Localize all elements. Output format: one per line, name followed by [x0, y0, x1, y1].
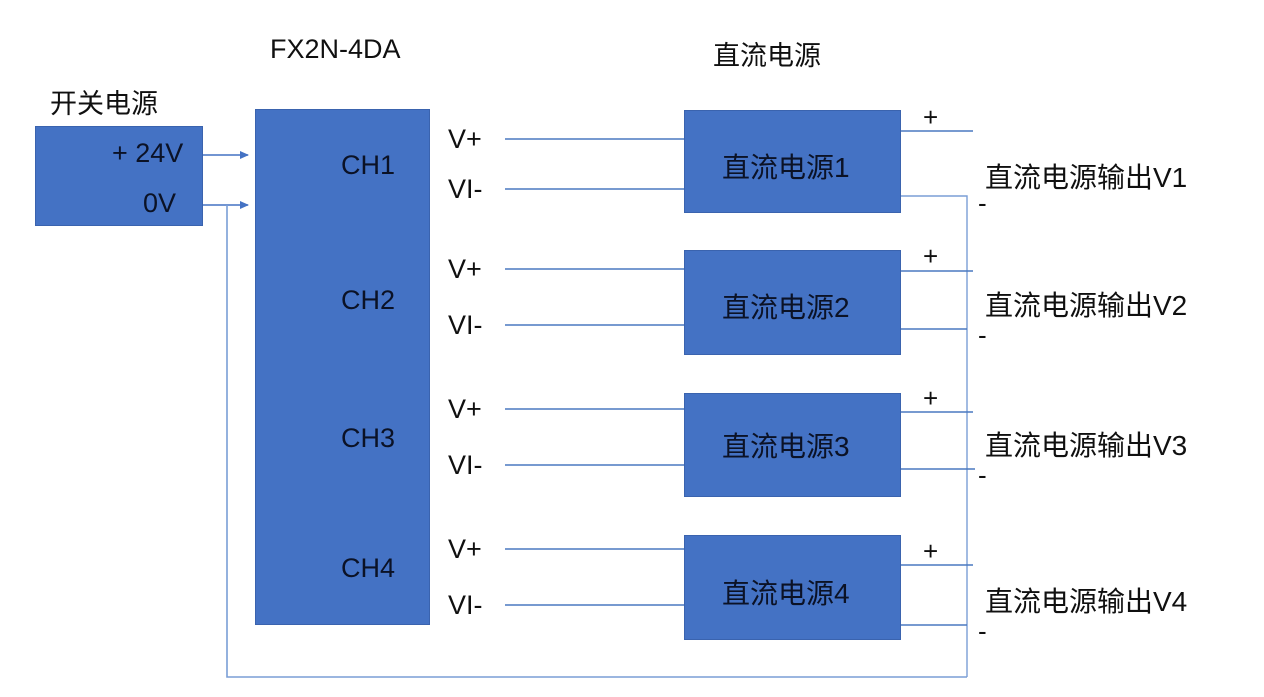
fx2n-4da-module-box[interactable] [255, 109, 430, 625]
switching-supply-terminal-24v: + 24V [112, 138, 184, 168]
dc-supply-name-3: 直流电源3 [722, 431, 850, 462]
dc-supply-box-3[interactable] [684, 393, 901, 497]
pin-label-ch2-viminus: VI- [448, 310, 483, 340]
polarity-minus-2: - [978, 320, 987, 350]
dc-supply-box-1[interactable] [684, 110, 901, 213]
switching-supply-terminal-0v: 0V [143, 188, 177, 218]
pin-label-ch1-viminus: VI- [448, 174, 483, 204]
pin-label-ch3-viminus: VI- [448, 450, 483, 480]
dc-output-label-1: 直流电源输出V1 [985, 162, 1188, 193]
pin-label-ch3-vplus: V+ [448, 394, 482, 424]
polarity-plus-3: + [923, 383, 939, 413]
switching-power-supply-box[interactable] [35, 126, 203, 226]
channel-label-ch1: CH1 [341, 150, 396, 180]
title-fx2n-4da: FX2N-4DA [270, 34, 401, 64]
polarity-minus-3: - [978, 460, 987, 490]
dc-supply-name-4: 直流电源4 [722, 578, 850, 609]
dc-supply-name-1: 直流电源1 [722, 152, 850, 183]
dc-output-label-4: 直流电源输出V4 [985, 586, 1188, 617]
wire-dc1-minus-out [901, 195, 968, 677]
channel-label-ch3: CH3 [341, 423, 396, 453]
dc-output-label-3: 直流电源输出V3 [985, 430, 1188, 461]
dc-output-label-2: 直流电源输出V2 [985, 290, 1188, 321]
title-switching-supply: 开关电源 [50, 89, 158, 119]
pin-label-ch4-vplus: V+ [448, 534, 482, 564]
polarity-minus-4: - [978, 616, 987, 646]
channel-label-ch4: CH4 [341, 553, 396, 583]
polarity-plus-4: + [923, 536, 939, 566]
pin-label-ch1-vplus: V+ [448, 124, 482, 154]
polarity-plus-1: + [923, 102, 939, 132]
channel-label-ch2: CH2 [341, 285, 396, 315]
polarity-plus-2: + [923, 241, 939, 271]
dc-supply-name-2: 直流电源2 [722, 292, 850, 323]
pin-label-ch4-viminus: VI- [448, 590, 483, 620]
dc-supply-box-2[interactable] [684, 250, 901, 355]
dc-supply-box-4[interactable] [684, 535, 901, 640]
pin-label-ch2-vplus: V+ [448, 254, 482, 284]
polarity-minus-1: - [978, 188, 987, 218]
title-dc-supply-group: 直流电源 [713, 41, 821, 71]
wire-0v-common-bus [226, 205, 967, 678]
